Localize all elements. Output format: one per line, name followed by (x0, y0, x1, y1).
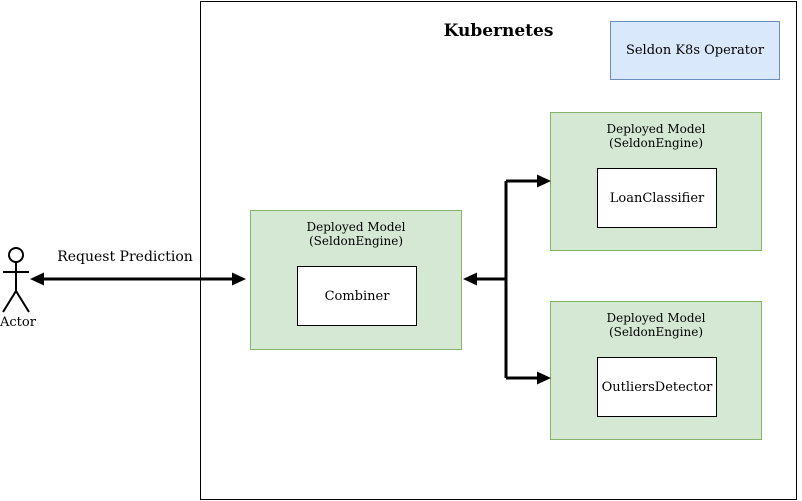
deployed-model-combiner-title: Deployed Model (SeldonEngine) (251, 211, 461, 248)
deployed-model-loanclassifier-title: Deployed Model (SeldonEngine) (551, 113, 761, 150)
combiner-label: Combiner (324, 288, 390, 304)
deployed-model-title-line2: (SeldonEngine) (609, 136, 703, 150)
outliersdetector-node: OutliersDetector (597, 357, 717, 417)
loanclassifier-label: LoanClassifier (609, 190, 705, 206)
deployed-model-title-line2: (SeldonEngine) (309, 234, 403, 248)
kubernetes-boundary (200, 1, 797, 500)
deployed-model-outliersdetector-box: Deployed Model (SeldonEngine) OutliersDe… (550, 301, 762, 440)
actor-label: Actor (0, 315, 36, 330)
deployed-model-loanclassifier-box: Deployed Model (SeldonEngine) LoanClassi… (550, 112, 762, 251)
deployed-model-title-line1: Deployed Model (306, 220, 406, 234)
deployed-model-title-line1: Deployed Model (606, 122, 706, 136)
actor-icon (2, 247, 30, 313)
seldon-k8s-operator-label: Seldon K8s Operator (625, 43, 765, 58)
outliersdetector-label: OutliersDetector (601, 379, 713, 395)
kubernetes-title: Kubernetes (443, 21, 554, 41)
deployed-model-title-line1: Deployed Model (606, 311, 706, 325)
combiner-node: Combiner (297, 266, 417, 326)
request-prediction-label: Request Prediction (57, 249, 193, 265)
loanclassifier-node: LoanClassifier (597, 168, 717, 228)
deployed-model-title-line2: (SeldonEngine) (609, 325, 703, 339)
deployed-model-outliersdetector-title: Deployed Model (SeldonEngine) (551, 302, 761, 339)
seldon-k8s-operator-box: Seldon K8s Operator (610, 21, 780, 80)
deployed-model-combiner-box: Deployed Model (SeldonEngine) Combiner (250, 210, 462, 350)
